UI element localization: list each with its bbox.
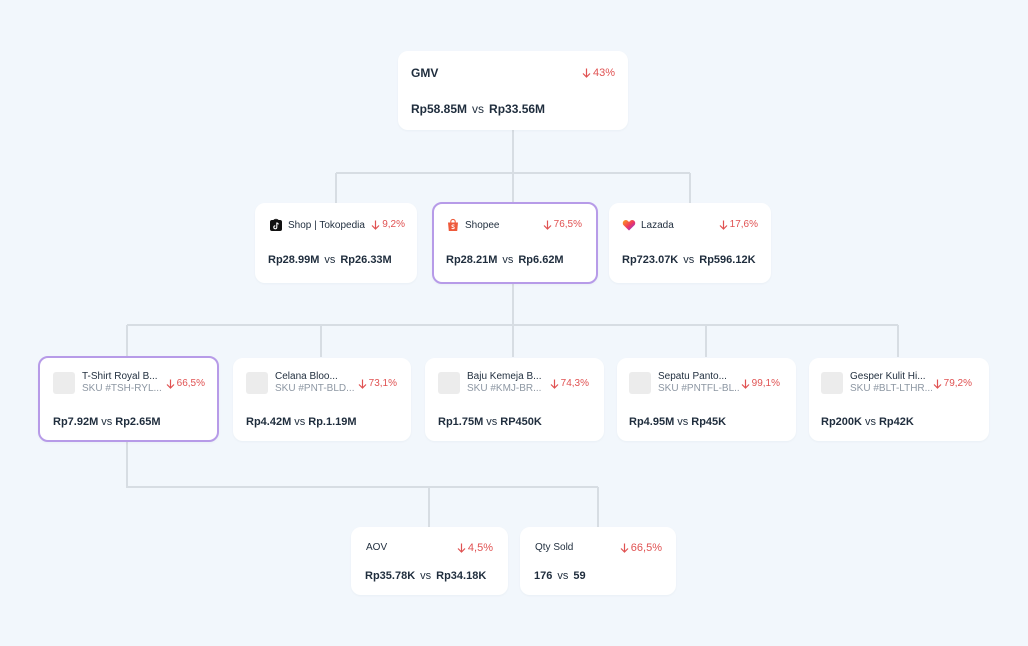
product-delta: 74,3% [550,378,589,389]
platform-name: Lazada [622,218,674,232]
product-thumbnail [246,372,268,394]
arrow-down-icon [620,543,629,553]
product-name: Celana Bloo... [275,371,355,382]
gmv-delta: 43% [582,67,615,79]
arrow-down-icon [358,379,367,389]
product-sku: SKU #PNTFL-BL... [658,383,740,394]
product-card-3[interactable]: Baju Kemeja B... SKU #KMJ-BR... 74,3% Rp… [425,358,604,441]
product-thumbnail [629,372,651,394]
product-delta: 79,2% [933,378,972,389]
arrow-down-icon [550,379,559,389]
platform-delta: 76,5% [543,219,582,230]
product-card-2[interactable]: Celana Bloo... SKU #PNT-BLD... 73,1% Rp4… [233,358,411,441]
product-card-5[interactable]: Gesper Kulit Hi... SKU #BLT-LTHR... 79,2… [809,358,989,441]
platform-name: Shop | Tokopedia [269,218,365,232]
product-delta: 99,1% [741,378,780,389]
product-sku: SKU #KMJ-BR... [467,383,555,394]
arrow-down-icon [371,220,380,230]
arrow-down-icon [543,220,552,230]
product-card-1[interactable]: T-Shirt Royal B... SKU #TSH-RYL... 66,5%… [38,356,219,442]
product-thumbnail [53,372,75,394]
product-sku: SKU #TSH-RYL... [82,383,170,394]
arrow-down-icon [582,68,591,78]
metric-delta: 4,5% [457,542,493,554]
arrow-down-icon [719,220,728,230]
platform-name: Shopee [446,218,499,232]
product-delta: 66,5% [166,378,205,389]
product-name: Gesper Kulit Hi... [850,371,930,382]
platform-delta: 17,6% [719,219,758,230]
product-delta: 73,1% [358,378,397,389]
lazada-heart-icon [622,218,636,232]
product-name: Baju Kemeja B... [467,371,547,382]
shopee-bag-icon [446,218,460,232]
product-thumbnail [438,372,460,394]
product-name: Sepatu Panto... [658,371,738,382]
tiktok-shop-icon [269,218,283,232]
metric-name: Qty Sold [535,542,573,553]
metric-name: AOV [366,542,387,553]
product-sku: SKU #BLT-LTHR... [850,383,932,394]
product-thumbnail [821,372,843,394]
arrow-down-icon [166,379,175,389]
arrow-down-icon [741,379,750,389]
arrow-down-icon [933,379,942,389]
arrow-down-icon [457,543,466,553]
product-sku: SKU #PNT-BLD... [275,383,363,394]
platform-delta: 9,2% [371,219,405,230]
metric-delta: 66,5% [620,542,662,554]
product-card-4[interactable]: Sepatu Panto... SKU #PNTFL-BL... 99,1% R… [617,358,796,441]
product-name: T-Shirt Royal B... [82,371,162,382]
gmv-title: GMV [411,66,438,80]
